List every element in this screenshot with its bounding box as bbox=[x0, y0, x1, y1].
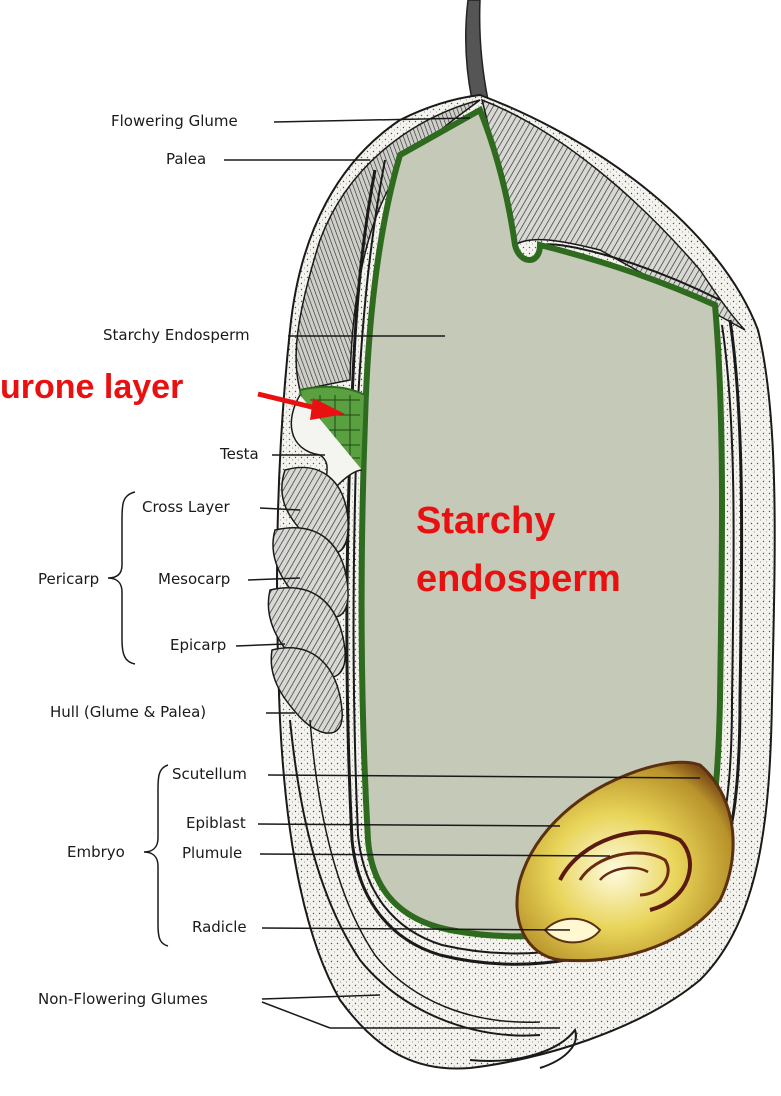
stem bbox=[466, 0, 488, 100]
label-cross-layer: Cross Layer bbox=[142, 498, 230, 516]
label-plumule: Plumule bbox=[182, 844, 242, 862]
label-starchy-endosperm: Starchy Endosperm bbox=[103, 326, 250, 344]
embryo-brace bbox=[144, 765, 168, 946]
label-hull: Hull (Glume & Palea) bbox=[50, 703, 206, 721]
label-testa: Testa bbox=[220, 445, 259, 463]
annotation-endosperm: endosperm bbox=[416, 558, 621, 600]
label-radicle: Radicle bbox=[192, 918, 247, 936]
label-embryo: Embryo bbox=[67, 843, 125, 861]
label-palea: Palea bbox=[166, 150, 206, 168]
label-pericarp: Pericarp bbox=[38, 570, 99, 588]
label-scutellum: Scutellum bbox=[172, 765, 247, 783]
pericarp-brace bbox=[108, 492, 135, 664]
annotation-starchy: Starchy bbox=[416, 500, 555, 542]
label-non-flowering-glumes: Non-Flowering Glumes bbox=[38, 990, 208, 1008]
label-epicarp: Epicarp bbox=[170, 636, 226, 654]
label-epiblast: Epiblast bbox=[186, 814, 246, 832]
label-flowering-glume: Flowering Glume bbox=[111, 112, 238, 130]
label-mesocarp: Mesocarp bbox=[158, 570, 230, 588]
annotation-aleurone-layer: urone layer bbox=[0, 368, 183, 406]
